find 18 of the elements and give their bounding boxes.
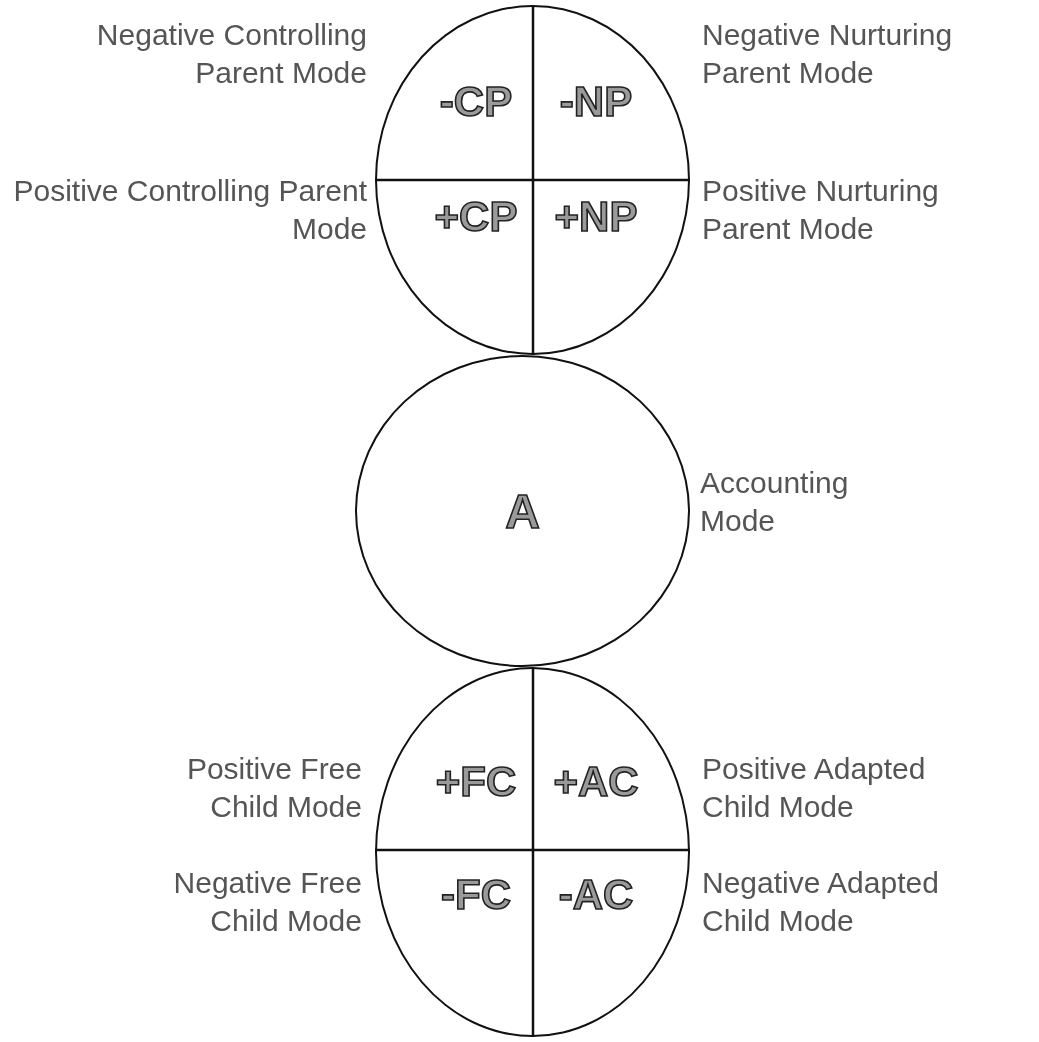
mode-abbreviation: -CP	[439, 78, 513, 126]
mode-label: Negative Nurturing Parent Mode	[702, 17, 954, 91]
mode-abbreviation: +AC	[553, 758, 639, 806]
mode-label: Negative Adapted Child Mode	[702, 865, 940, 939]
mode-label: Positive Free Child Mode	[185, 751, 362, 825]
mode-abbreviation: +FC	[435, 758, 517, 806]
mode-abbreviation: A	[505, 483, 540, 539]
mode-label: Positive Nurturing Parent Mode	[702, 173, 940, 247]
mode-label: Positive Adapted Child Mode	[702, 751, 927, 825]
mode-abbreviation: -NP	[559, 78, 633, 126]
mode-abbreviation: -AC	[558, 871, 634, 919]
mode-abbreviation: +NP	[554, 193, 638, 241]
mode-label: Positive Controlling Parent Mode	[12, 173, 367, 247]
mode-label: Negative Free Child Mode	[172, 865, 362, 939]
mode-label: Negative Controlling Parent Mode	[95, 17, 367, 91]
mode-abbreviation: -FC	[441, 871, 511, 919]
mode-abbreviation: +CP	[434, 193, 518, 241]
mode-label: Accounting Mode	[700, 465, 850, 539]
